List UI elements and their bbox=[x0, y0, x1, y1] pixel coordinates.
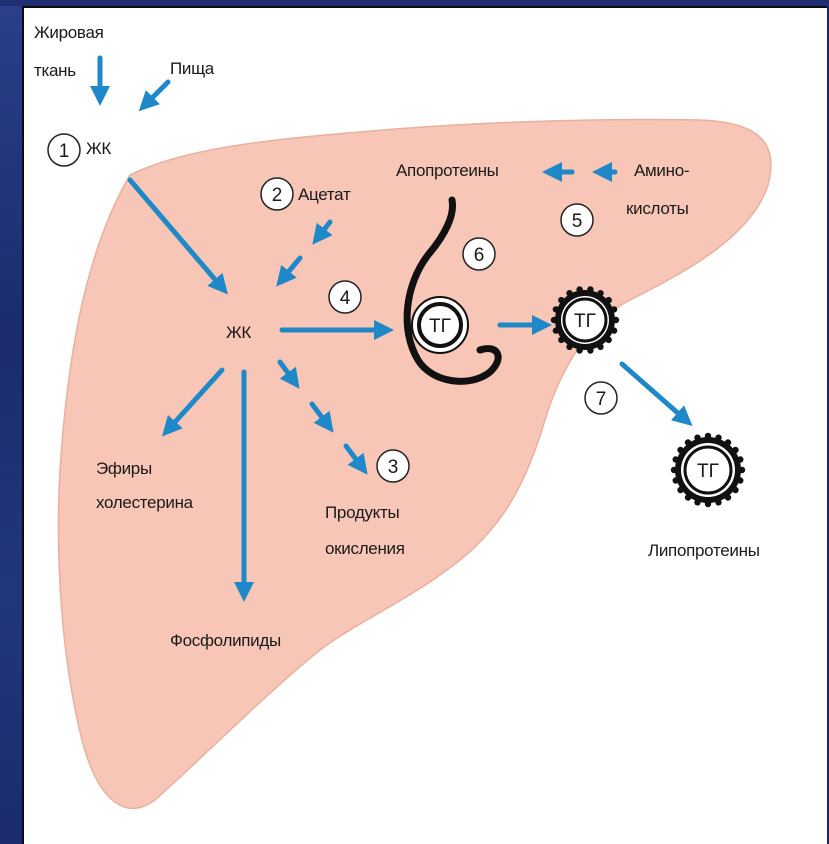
serration-tooth bbox=[705, 433, 711, 439]
label-products-line1: Продукты bbox=[325, 502, 399, 523]
serration-tooth bbox=[611, 306, 617, 312]
serration-tooth bbox=[587, 286, 593, 292]
serration-tooth bbox=[694, 499, 700, 505]
arrow-food-to-fa bbox=[143, 82, 168, 107]
label-fa-top: ЖК bbox=[86, 138, 111, 159]
serration-tooth bbox=[576, 347, 582, 353]
step-number-4: 4 bbox=[340, 288, 351, 309]
serration-tooth bbox=[597, 344, 603, 350]
arrow-tg-to-lipoprotein bbox=[622, 364, 688, 422]
label-amino-line2: кислоты bbox=[626, 198, 689, 219]
serration-tooth bbox=[558, 297, 564, 303]
serration-tooth bbox=[587, 347, 593, 353]
serration-tooth bbox=[677, 487, 683, 493]
step-number-5: 5 bbox=[572, 211, 583, 232]
label-fa-center: ЖК bbox=[226, 322, 251, 343]
serration-tooth bbox=[737, 456, 743, 462]
tg-label-blood: ТГ bbox=[697, 461, 719, 482]
label-lipoproteins: Липопротеины bbox=[648, 540, 760, 561]
serration-tooth bbox=[597, 290, 603, 296]
label-esters-line2: холестерина bbox=[96, 492, 193, 513]
label-phospholipids: Фосфолипиды bbox=[170, 630, 281, 651]
serration-tooth bbox=[694, 435, 700, 441]
serration-tooth bbox=[715, 435, 721, 441]
step-number-7: 7 bbox=[596, 389, 607, 410]
serration-tooth bbox=[613, 317, 619, 323]
tg-label-liver: ТГ bbox=[574, 311, 596, 332]
serration-tooth bbox=[551, 317, 557, 323]
label-acetate: Ацетат bbox=[298, 184, 350, 205]
serration-tooth bbox=[673, 456, 679, 462]
label-food: Пища bbox=[170, 58, 214, 79]
serration-tooth bbox=[576, 286, 582, 292]
label-fat-tissue-line2: ткань bbox=[34, 60, 76, 81]
serration-tooth bbox=[725, 439, 731, 445]
serration-tooth bbox=[566, 344, 572, 350]
serration-tooth bbox=[553, 327, 559, 333]
serration-tooth bbox=[685, 494, 691, 500]
step-number-6: 6 bbox=[474, 245, 485, 266]
label-fat-tissue-line1: Жировая bbox=[34, 22, 104, 43]
serration-tooth bbox=[566, 290, 572, 296]
serration-tooth bbox=[715, 499, 721, 505]
serration-tooth bbox=[725, 494, 731, 500]
serration-tooth bbox=[732, 447, 738, 453]
serration-tooth bbox=[611, 327, 617, 333]
label-apoproteins: Апопротеины bbox=[396, 160, 499, 181]
label-amino-line1: Амино- bbox=[634, 160, 689, 181]
serration-tooth bbox=[553, 306, 559, 312]
serration-tooth bbox=[671, 467, 677, 473]
serration-tooth bbox=[558, 337, 564, 343]
serration-tooth bbox=[705, 501, 711, 507]
label-products-line2: окисления bbox=[325, 538, 405, 559]
serration-tooth bbox=[737, 477, 743, 483]
serration-tooth bbox=[685, 439, 691, 445]
tg-label-er: ТГ bbox=[429, 316, 451, 337]
serration-tooth bbox=[732, 487, 738, 493]
step-number-1: 1 bbox=[59, 141, 70, 162]
label-esters-line1: Эфиры bbox=[96, 458, 152, 479]
step-number-2: 2 bbox=[272, 185, 283, 206]
serration-tooth bbox=[606, 297, 612, 303]
serration-tooth bbox=[673, 477, 679, 483]
serration-tooth bbox=[606, 337, 612, 343]
step-number-3: 3 bbox=[388, 457, 399, 478]
serration-tooth bbox=[677, 447, 683, 453]
serration-tooth bbox=[739, 467, 745, 473]
